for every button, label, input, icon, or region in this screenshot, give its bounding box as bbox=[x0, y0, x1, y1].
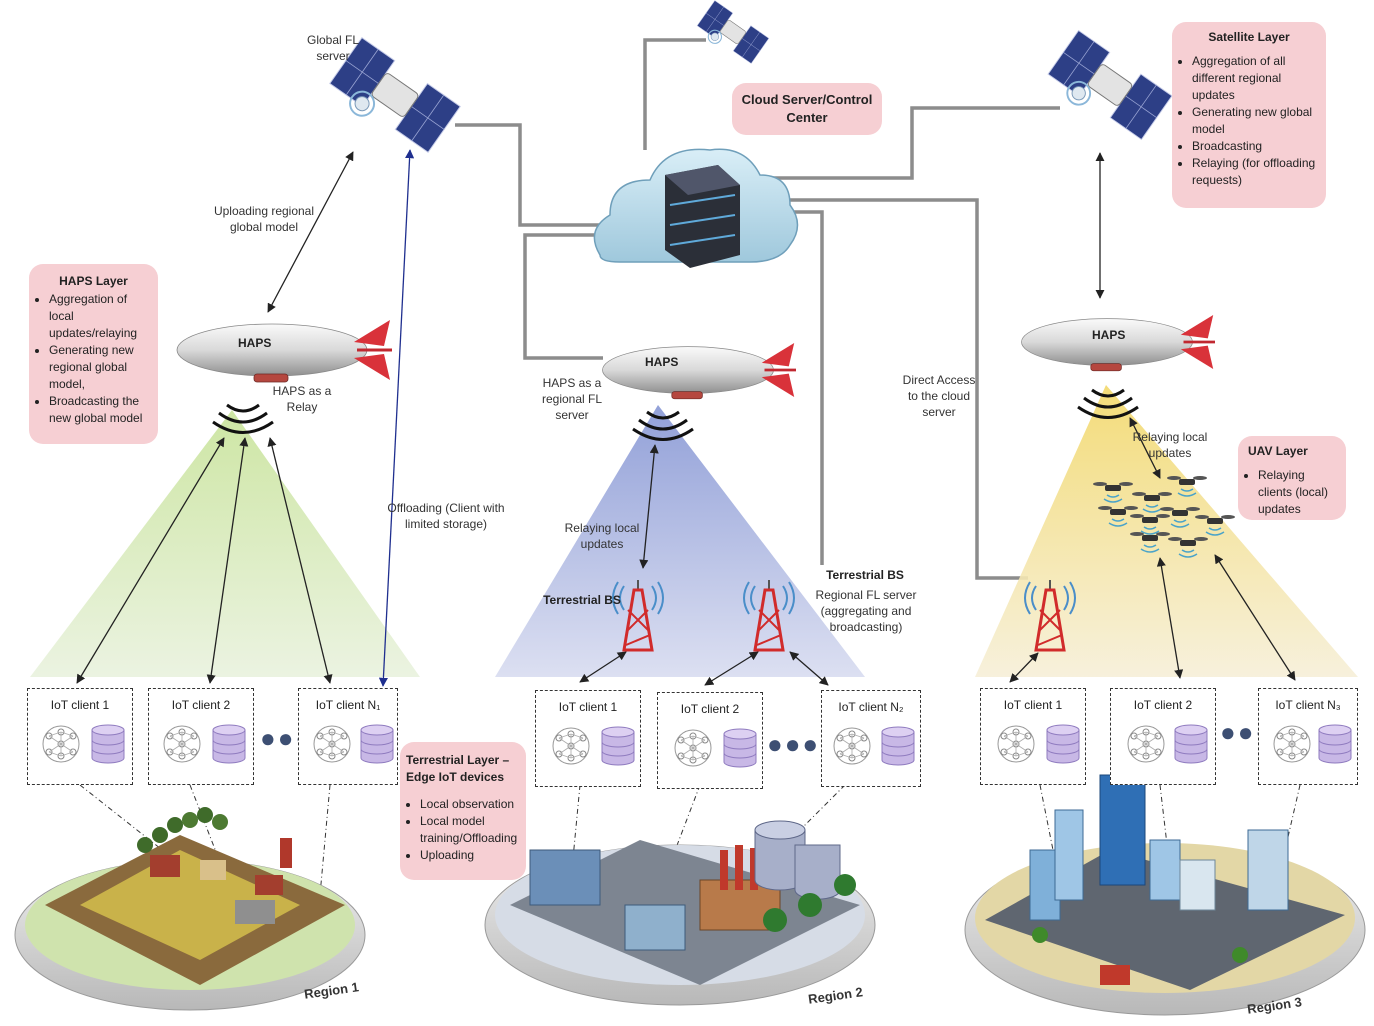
iot-client-label: IoT client N₁ bbox=[315, 698, 381, 712]
terrestrial-bs-right-desc: Regional FL server (aggregating and broa… bbox=[815, 588, 917, 634]
terrestrial-layer-item: Local observation bbox=[420, 796, 522, 813]
arrows-region1 bbox=[76, 437, 333, 684]
terrestrial-bs-left-label: Terrestrial BS bbox=[543, 593, 621, 607]
satellite-layer-item: Broadcasting bbox=[1192, 138, 1320, 155]
haps-layer-title: HAPS Layer bbox=[59, 274, 128, 288]
haps-region3-icon bbox=[1020, 313, 1217, 373]
client-icons bbox=[1273, 724, 1352, 764]
relaying-local-r2-label: Relaying local updates bbox=[564, 521, 640, 551]
client-icons bbox=[833, 726, 915, 766]
top-satellite-icon bbox=[693, 0, 770, 69]
cloud-server-box: Cloud Server/Control Center bbox=[732, 83, 882, 135]
beam-region1 bbox=[30, 410, 420, 677]
client-icons bbox=[552, 726, 635, 766]
iot-client-label: IoT client 1 bbox=[558, 700, 618, 714]
satellite-layer-title: Satellite Layer bbox=[1208, 30, 1290, 44]
satellite-layer-icon bbox=[1041, 29, 1173, 149]
client-icons bbox=[674, 728, 757, 768]
iot-client-label: IoT client 1 bbox=[50, 698, 110, 712]
haps-layer-list: Aggregation of local updates/relaying Ge… bbox=[35, 291, 152, 427]
uav-layer-title: UAV Layer bbox=[1248, 444, 1308, 458]
terrestrial-layer-item: Local model training/Offloading bbox=[420, 813, 522, 847]
terrestrial-layer-list: Local observation Local model training/O… bbox=[406, 796, 522, 864]
cloud-server-icon bbox=[593, 148, 799, 268]
satellite-layer-item: Aggregation of all different regional up… bbox=[1192, 53, 1320, 104]
iot-client-box: IoT client 2 bbox=[657, 692, 763, 789]
terrestrial-layer-title: Terrestrial Layer – Edge IoT devices bbox=[406, 753, 510, 784]
client-icons bbox=[163, 724, 246, 764]
cloud-server-label: Cloud Server/Control Center bbox=[741, 92, 873, 125]
satellite-layer-box: Satellite Layer Aggregation of all diffe… bbox=[1172, 22, 1326, 208]
satellite-layer-item: Generating new global model bbox=[1192, 104, 1320, 138]
haps-r1-label: HAPS bbox=[238, 336, 272, 350]
iot-client-label: IoT client 2 bbox=[1133, 698, 1193, 712]
iot-client-label: IoT client N₂ bbox=[838, 700, 904, 714]
arrows-region3 bbox=[1009, 417, 1296, 683]
global-fl-label: Global FL server bbox=[306, 33, 360, 63]
iot-client-box: IoT client 1 bbox=[980, 688, 1086, 785]
region3-platform-icon bbox=[964, 774, 1366, 1016]
direct-access-label: Direct Access to the cloud server bbox=[902, 373, 976, 419]
ellipsis-dots-icon: ●●● bbox=[767, 729, 821, 759]
terrestrial-layer-item: Uploading bbox=[420, 847, 522, 864]
haps-r2-label: HAPS bbox=[645, 355, 679, 369]
client-icons bbox=[997, 724, 1080, 764]
uav-layer-item: Relaying clients (local) updates bbox=[1258, 467, 1340, 518]
iot-client-box: IoT client 1 bbox=[535, 690, 641, 787]
region2-platform-icon bbox=[484, 820, 876, 1006]
haps-region1-icon bbox=[175, 318, 394, 384]
haps-layer-box: HAPS Layer Aggregation of local updates/… bbox=[29, 264, 158, 444]
iot-client-label: IoT client 2 bbox=[680, 702, 740, 716]
relaying-local-r3-label: Relaying local updates bbox=[1132, 430, 1208, 460]
haps-layer-item: Generating new regional global model, bbox=[49, 342, 152, 393]
iot-client-box: IoT client 1 bbox=[27, 688, 133, 785]
satellite-layer-item: Relaying (for offloading requests) bbox=[1192, 155, 1320, 189]
iot-client-box: IoT client N₂ bbox=[821, 690, 921, 787]
beam-region2 bbox=[495, 405, 865, 677]
client-icons bbox=[1127, 724, 1208, 764]
iot-client-label: IoT client N₃ bbox=[1275, 698, 1341, 712]
client-icons bbox=[313, 724, 394, 764]
arrows-region2 bbox=[579, 444, 829, 686]
iot-client-label: IoT client 1 bbox=[1003, 698, 1063, 712]
satellite-layer-list: Aggregation of all different regional up… bbox=[1178, 53, 1320, 189]
region1-platform-icon bbox=[14, 807, 366, 1011]
haps-relay-label: HAPS as a Relay bbox=[272, 384, 332, 414]
uav-layer-box: UAV Layer Relaying clients (local) updat… bbox=[1238, 436, 1346, 520]
haps-regional-label: HAPS as a regional FL server bbox=[541, 376, 603, 422]
uav-layer-list: Relaying clients (local) updates bbox=[1244, 467, 1340, 518]
haps-layer-item: Aggregation of local updates/relaying bbox=[49, 291, 152, 342]
terrestrial-layer-box: Terrestrial Layer – Edge IoT devices Loc… bbox=[400, 742, 526, 880]
arrow-haps1-satellite bbox=[267, 151, 354, 313]
iot-client-label: IoT client 2 bbox=[171, 698, 231, 712]
haps-layer-item: Broadcasting the new global model bbox=[49, 393, 152, 427]
haps-region2-icon bbox=[601, 341, 798, 401]
client-icons bbox=[42, 724, 125, 764]
iot-client-box: IoT client N₃ bbox=[1258, 688, 1358, 785]
iot-client-box: IoT client N₁ bbox=[298, 688, 398, 785]
uploading-label: Uploading regional global model bbox=[213, 204, 315, 234]
haps-r3-label: HAPS bbox=[1092, 328, 1126, 342]
arrow-offloading bbox=[378, 149, 415, 687]
offloading-label: Offloading (Client with limited storage) bbox=[387, 501, 505, 531]
iot-client-box: IoT client 2 bbox=[148, 688, 254, 785]
terrestrial-bs-right-title: Terrestrial BS bbox=[826, 568, 904, 582]
iot-client-box: IoT client 2 bbox=[1110, 688, 1216, 785]
